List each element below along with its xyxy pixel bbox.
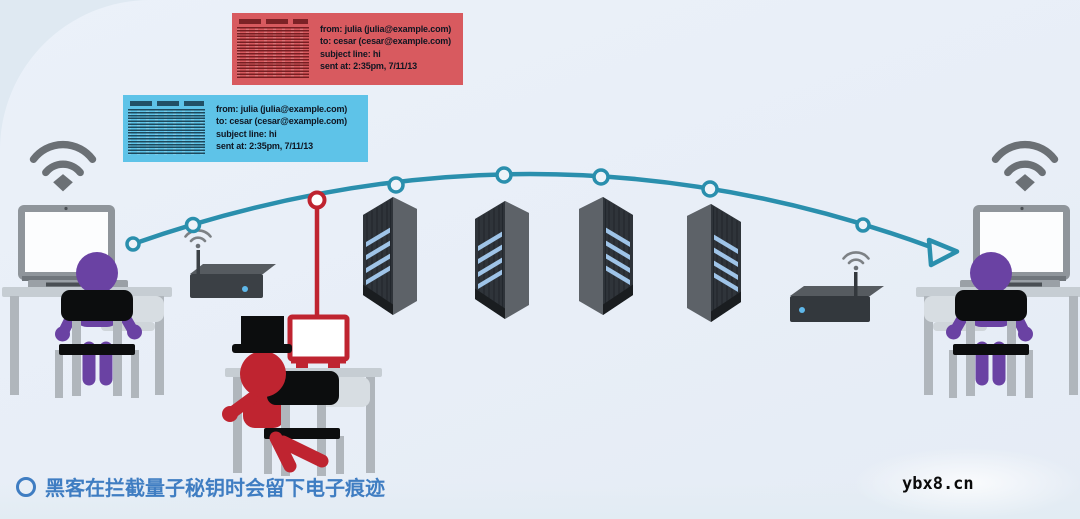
server-icon-4 (686, 203, 742, 323)
intercepted-email-note-red: from: julia (julia@example.com) to: cesa… (232, 13, 463, 85)
caption-text: 黑客在拦截量子秘钥时会留下电子痕迹 (45, 478, 385, 500)
email-to: to: cesar (cesar@example.com) (216, 116, 347, 127)
hacker-person-icon (222, 316, 344, 476)
email-subject: subject line: hi (216, 128, 277, 139)
node-icon (701, 180, 719, 198)
email-metadata: from: julia (julia@example.com) to: cesa… (207, 95, 347, 162)
node-icon (855, 217, 871, 233)
email-sent-at: sent at: 2:35pm, 7/11/13 (216, 141, 313, 152)
email-subject: subject line: hi (320, 48, 381, 59)
email-metadata: from: julia (julia@example.com) to: cesa… (311, 13, 451, 85)
top-hat-icon (232, 316, 292, 353)
router-icon-left (184, 229, 276, 298)
node-icon (125, 236, 141, 252)
watermark: ybx8.cn (902, 474, 974, 494)
node-icon (184, 216, 202, 234)
node-icon (592, 168, 610, 186)
router-icon-right (790, 251, 884, 322)
encrypted-text-block (235, 17, 311, 81)
server-icon-3 (578, 196, 634, 316)
caption: 黑客在拦截量子秘钥时会留下电子痕迹 (16, 472, 385, 501)
server-icon-1 (362, 196, 418, 316)
encrypted-text-block (126, 99, 207, 158)
bullet-icon (16, 476, 36, 497)
email-to: to: cesar (cesar@example.com) (320, 36, 451, 47)
email-from: from: julia (julia@example.com) (216, 104, 348, 114)
hacker-station (222, 314, 382, 476)
monitor-icon (287, 314, 350, 368)
intercepted-email-note-blue: from: julia (julia@example.com) to: cesa… (123, 95, 368, 162)
node-icon (387, 176, 405, 194)
intercept-node-icon (307, 190, 327, 210)
email-from: from: julia (julia@example.com) (320, 24, 452, 34)
sender-workstation (2, 145, 172, 398)
receiver-workstation (916, 145, 1080, 398)
transmission-arc (125, 166, 960, 268)
arrow-icon (926, 237, 960, 268)
server-icon-2 (474, 200, 530, 320)
node-icon (495, 166, 513, 184)
email-sent-at: sent at: 2:35pm, 7/11/13 (320, 61, 417, 72)
watermark-glow (855, 448, 1080, 518)
